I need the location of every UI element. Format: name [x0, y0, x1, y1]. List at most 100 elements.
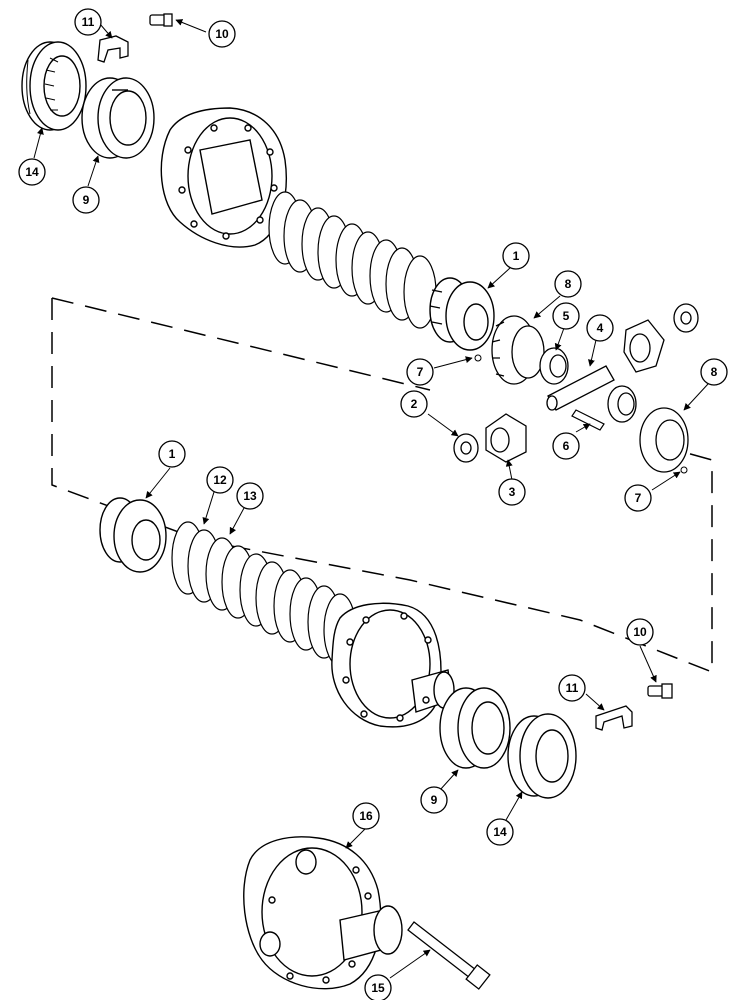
callout-balloon [502, 242, 530, 270]
callout-c9-bottom: 9 [420, 786, 448, 814]
callout-c16: 16 [352, 802, 380, 830]
callout-balloon [558, 674, 586, 702]
lock-clip-top [97, 35, 129, 63]
thrust-bushing-2 [607, 385, 637, 423]
callout-number: 15 [371, 981, 385, 995]
leader-lines [33, 19, 709, 979]
callout-c10-bottom: 10 [626, 618, 654, 646]
callout-number: 7 [417, 365, 424, 379]
bolt-bottom [647, 683, 673, 699]
callout-c2: 2 [400, 390, 428, 418]
pinion-gear-top [623, 319, 665, 373]
callout-number: 9 [431, 793, 438, 807]
callout-c11-top: 11 [74, 8, 102, 36]
callout-c12: 12 [206, 466, 234, 494]
callout-balloon [586, 314, 614, 342]
callout-balloon [406, 358, 434, 386]
pinion-gear-bottom [485, 413, 527, 463]
callout-c3: 3 [498, 478, 526, 506]
callout-c8-right: 8 [700, 358, 728, 386]
callout-c13: 13 [236, 482, 264, 510]
callout-number: 14 [25, 165, 39, 179]
callout-balloon [206, 466, 234, 494]
callout-c14-bottom: 14 [486, 818, 514, 846]
callout-number: 11 [82, 15, 95, 29]
splined-ring-top [21, 41, 87, 131]
callout-number: 1 [513, 249, 520, 263]
callout-c1-top: 1 [502, 242, 530, 270]
lock-clip-bottom [595, 705, 633, 731]
callout-c7-right: 7 [624, 484, 652, 512]
callout-number: 13 [243, 489, 257, 503]
callout-number: 3 [509, 485, 516, 499]
callout-balloon [554, 270, 582, 298]
callout-balloon [352, 802, 380, 830]
callout-number: 5 [563, 309, 570, 323]
case-half-top [160, 107, 287, 248]
callout-number: 12 [213, 473, 227, 487]
callout-balloon [552, 302, 580, 330]
lock-pin [571, 409, 605, 431]
callout-balloon [158, 440, 186, 468]
callout-balloon [236, 482, 264, 510]
callout-number: 4 [597, 321, 604, 335]
callout-balloon [72, 186, 100, 214]
callout-balloon [486, 818, 514, 846]
callout-c4: 4 [586, 314, 614, 342]
callout-c15: 15 [364, 974, 392, 1000]
callout-number: 8 [711, 365, 718, 379]
callout-number: 1 [169, 447, 176, 461]
callout-c1-mid: 1 [158, 440, 186, 468]
callout-number: 10 [633, 625, 647, 639]
callout-c6: 6 [552, 432, 580, 460]
callout-number: 10 [215, 27, 229, 41]
pinion-washer-top [673, 303, 699, 333]
bevel-gear-right [639, 407, 689, 473]
callout-c9-top: 9 [72, 186, 100, 214]
callout-balloon [400, 390, 428, 418]
callouts: 11 10 14 9 1 8 5 4 7 2 3 6 8 7 1 12 13 10 11 9 14 16 15 [18, 8, 728, 1000]
callout-balloon [700, 358, 728, 386]
callout-number: 8 [565, 277, 572, 291]
side-gear-mid [99, 497, 167, 573]
callout-balloon [552, 432, 580, 460]
callout-c14-top: 14 [18, 158, 46, 186]
ball-top [474, 354, 482, 362]
callout-c7-top: 7 [406, 358, 434, 386]
callout-number: 2 [411, 397, 418, 411]
callout-balloon [498, 478, 526, 506]
bearing-top [81, 77, 155, 159]
pinion-shaft [546, 365, 615, 411]
callout-number: 7 [635, 491, 642, 505]
case-half-mid [331, 602, 455, 728]
long-bolt [407, 921, 491, 990]
callout-number: 6 [563, 439, 570, 453]
callout-number: 16 [359, 809, 373, 823]
bolt-top [149, 13, 173, 27]
thrust-bushing [539, 347, 569, 385]
callout-balloon [18, 158, 46, 186]
callout-c8-top: 8 [554, 270, 582, 298]
callout-balloon [624, 484, 652, 512]
dashed-assembly-boundary [51, 297, 713, 674]
callout-balloon [364, 974, 392, 1000]
bearing-bottom [439, 687, 511, 769]
splined-ring-bottom [507, 713, 577, 799]
callout-number: 11 [566, 681, 579, 695]
callout-c5: 5 [552, 302, 580, 330]
bevel-gear-top [491, 315, 545, 385]
thrust-washer [453, 433, 479, 463]
callout-number: 14 [493, 825, 507, 839]
callout-balloon [208, 20, 236, 48]
callout-balloon [626, 618, 654, 646]
callout-balloon [74, 8, 102, 36]
callout-number: 9 [83, 193, 90, 207]
differential-case-assembly [243, 836, 403, 990]
side-gear-top [429, 277, 495, 351]
clutch-disc-stack-mid [171, 521, 357, 667]
clutch-disc-stack-top [268, 191, 437, 329]
ball-right [680, 466, 688, 474]
callout-c10-top: 10 [208, 20, 236, 48]
